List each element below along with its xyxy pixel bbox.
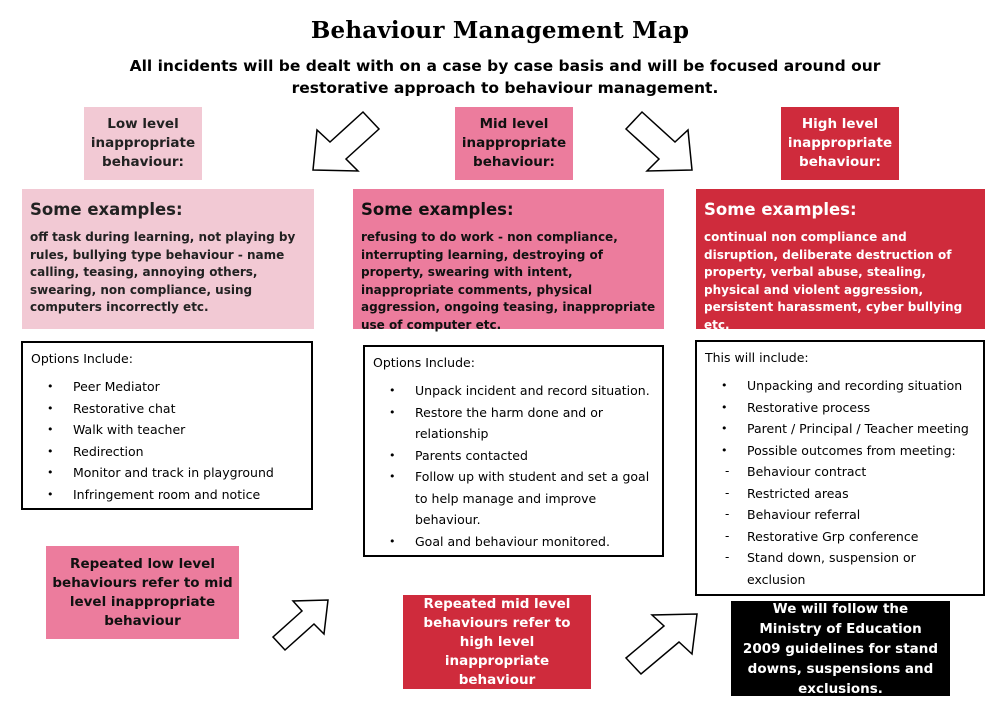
list-item: Redirection (31, 441, 303, 463)
mid-level-examples: Some examples: refusing to do work - non… (353, 189, 664, 332)
high-level-label-text: High level inappropriate behaviour: (787, 116, 893, 170)
mid-examples-heading: Some examples: (361, 200, 514, 219)
list-item: Monitor and track in playground (31, 462, 303, 484)
mid-level-label: Mid level inappropriate behaviour: (455, 107, 573, 180)
ministry-guidelines: We will follow the Ministry of Education… (731, 600, 950, 697)
list-item: Behaviour referral (705, 504, 975, 526)
mid-to-high-referral: Repeated mid level behaviours refer to h… (403, 595, 591, 689)
list-item: Follow up with student and set a goal to… (373, 466, 654, 531)
list-item: Unpack incident and record situation. (373, 380, 654, 402)
high-examples-text: continual non compliance and disruption,… (704, 230, 963, 332)
high-level-label: High level inappropriate behaviour: (781, 107, 899, 180)
mid-level-label-text: Mid level inappropriate behaviour: (461, 116, 567, 170)
high-level-examples: Some examples: continual non compliance … (696, 189, 985, 332)
list-item: Restricted areas (705, 483, 975, 505)
arrow-up-right-icon (271, 599, 329, 652)
list-item: Walk with teacher (31, 419, 303, 441)
mid-level-options: Options Include: Unpack incident and rec… (363, 345, 664, 557)
list-item: Parent / Principal / Teacher meeting (705, 418, 975, 440)
list-item: Restorative process (705, 397, 975, 419)
low-level-options: Options Include: Peer Mediator Restorati… (21, 341, 313, 510)
low-level-label: Low level inappropriate behaviour: (84, 107, 202, 180)
list-item: Behaviour contract (705, 461, 975, 483)
low-to-mid-referral: Repeated low level behaviours refer to m… (46, 546, 239, 639)
list-item: Unpacking and recording situation (705, 375, 975, 397)
page-subtitle: All incidents will be dealt with on a ca… (129, 57, 881, 97)
low-level-examples: Some examples: off task during learning,… (22, 189, 314, 329)
list-item: Restorative Grp conference (705, 526, 975, 548)
low-to-mid-text: Repeated low level behaviours refer to m… (52, 555, 233, 629)
mid-examples-text: refusing to do work - non compliance, in… (361, 230, 656, 332)
ministry-text: We will follow the Ministry of Education… (742, 600, 939, 697)
list-item: Possible outcomes from meeting: (705, 440, 975, 462)
list-item: Goal and behaviour monitored. (373, 531, 654, 553)
low-level-label-text: Low level inappropriate behaviour: (90, 116, 196, 170)
high-options-list: Unpacking and recording situation Restor… (705, 375, 975, 461)
mid-to-high-text: Repeated mid level behaviours refer to h… (423, 595, 571, 688)
low-options-list: Peer Mediator Restorative chat Walk with… (31, 376, 303, 505)
mid-options-list: Unpack incident and record situation. Re… (373, 380, 654, 552)
low-examples-text: off task during learning, not playing by… (30, 230, 296, 314)
high-outcomes-list: Behaviour contract Restricted areas Beha… (705, 461, 975, 590)
list-item: Stand down, suspension or exclusion (705, 547, 975, 590)
high-options-heading: This will include: (705, 350, 809, 365)
high-level-options: This will include: Unpacking and recordi… (695, 340, 985, 596)
list-item: Peer Mediator (31, 376, 303, 398)
arrow-down-right-icon (624, 110, 693, 172)
list-item: Infringement room and notice (31, 484, 303, 506)
arrow-up-right-icon (624, 613, 698, 676)
page-title: Behaviour Management Map (310, 17, 690, 44)
low-options-heading: Options Include: (31, 351, 133, 366)
list-item: Restorative chat (31, 398, 303, 420)
high-examples-heading: Some examples: (704, 200, 857, 219)
mid-options-heading: Options Include: (373, 355, 475, 370)
arrow-down-left-icon (312, 110, 381, 172)
list-item: Parents contacted (373, 445, 654, 467)
list-item: Restore the harm done and or relationshi… (373, 402, 654, 445)
low-examples-heading: Some examples: (30, 200, 183, 219)
